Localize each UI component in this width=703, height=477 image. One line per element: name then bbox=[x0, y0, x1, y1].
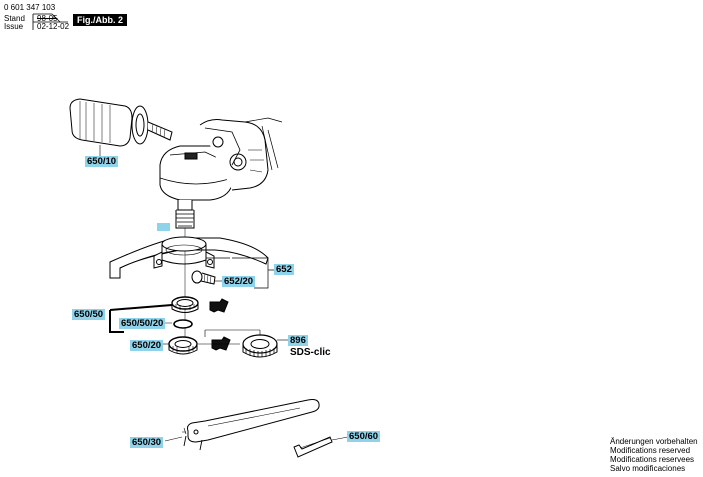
note-es: Salvo modificaciones bbox=[610, 464, 686, 473]
clamp-icon-drawing bbox=[209, 298, 231, 351]
note-de: Änderungen vorbehalten bbox=[610, 437, 698, 446]
quick-nut-name: SDS-clic bbox=[290, 347, 331, 358]
clamping-nut-drawing bbox=[168, 336, 240, 355]
stand-label: Stand bbox=[4, 14, 25, 23]
part-label-flange-group: 650/50 bbox=[72, 309, 106, 320]
figure-label: Fig./Abb. 2 bbox=[73, 14, 127, 26]
part-label-guard-screw: 652/20 bbox=[222, 276, 256, 287]
part-label-handle: 650/10 bbox=[85, 156, 119, 167]
part-label-flange-ring: 650/50/20 bbox=[119, 318, 166, 329]
flange-drawing bbox=[171, 296, 199, 329]
guard-drawing bbox=[109, 236, 269, 289]
part-label-guard: 652 bbox=[274, 264, 294, 275]
guard-screw-drawing bbox=[191, 270, 222, 285]
part-label-quick-nut: 896 bbox=[288, 335, 308, 346]
grinder-head-drawing bbox=[159, 117, 283, 340]
issue-label: Issue bbox=[4, 22, 24, 31]
old-date: 98-05 bbox=[37, 14, 58, 23]
document-number: 0 601 347 103 bbox=[4, 3, 56, 12]
part-label-spanner: 650/30 bbox=[130, 437, 164, 448]
quick-nut-drawing bbox=[204, 329, 290, 358]
modification-notes: Änderungen vorbehalten Modifications res… bbox=[610, 437, 698, 473]
hex-key-drawing bbox=[293, 436, 349, 458]
note-fr: Modifications reservees bbox=[610, 455, 695, 464]
note-en: Modifications reserved bbox=[610, 446, 691, 455]
part-label-nut: 650/20 bbox=[130, 340, 164, 351]
side-handle-drawing bbox=[69, 98, 173, 157]
issue-date: 02-12-02 bbox=[37, 22, 70, 31]
part-label-hex-key: 650/60 bbox=[347, 431, 381, 442]
spanner-drawing bbox=[164, 399, 320, 451]
